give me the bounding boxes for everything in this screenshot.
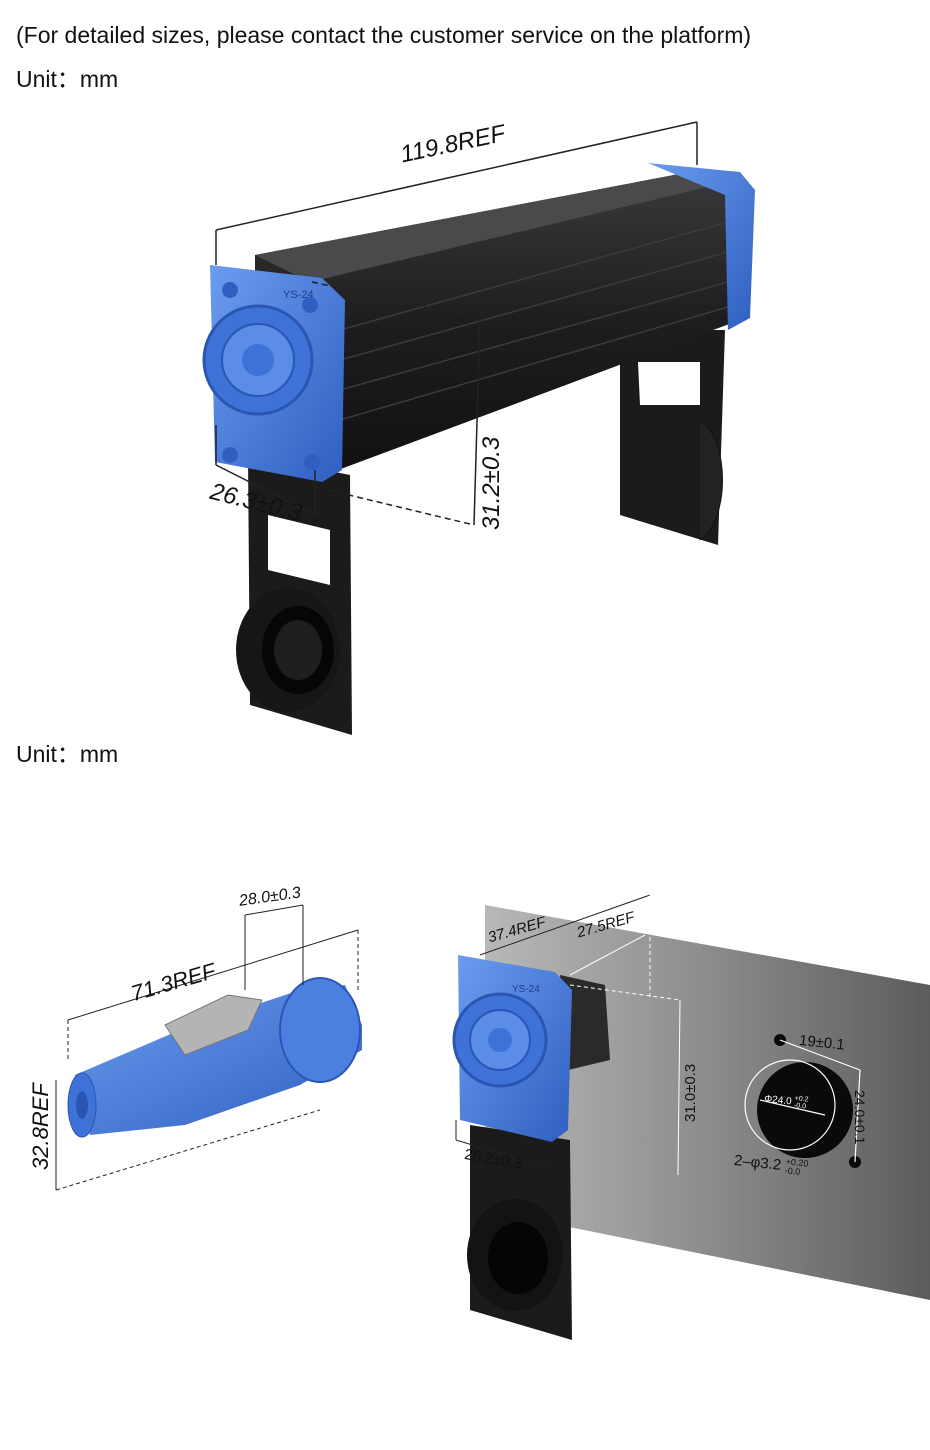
housing-assembly-figure: YS-24	[202, 121, 755, 735]
dimension-lines-hole	[759, 1039, 861, 1163]
screw-holes-value: 2–φ3.2	[733, 1152, 783, 1174]
dim-height-fig3: 31.0±0.3	[682, 1063, 699, 1122]
dim-height-fig1: 31.2±0.3	[478, 436, 505, 530]
blue-connector-fig3: YS-24	[452, 955, 572, 1142]
screw-holes-tolerance: +0.20-0.0	[784, 1156, 809, 1177]
part-label-front: YS-24	[283, 289, 314, 301]
hole-dia-tolerance: +0.2-0.0	[794, 1095, 809, 1110]
dimension-lines-fig2	[55, 904, 359, 1191]
hole-dia-value: Φ24.0	[763, 1093, 793, 1108]
cable-connector-figure	[55, 904, 362, 1191]
contact-note: (For detailed sizes, please contact the …	[16, 22, 752, 48]
dim-diameter-fig2: 32.8REF	[28, 1083, 53, 1170]
dimension-lines-fig3	[455, 894, 681, 1176]
black-housing	[255, 170, 745, 470]
front-bracket	[236, 455, 352, 735]
hole-dia-tol-lower: -0.0	[793, 1102, 807, 1111]
unit-label-top: Unit：mm	[16, 66, 119, 92]
dimension-lines-fig1	[215, 121, 698, 526]
front-blue-connector: YS-24	[202, 265, 345, 482]
rear-blue-cap	[648, 163, 755, 330]
rear-bracket	[620, 330, 725, 545]
rear-bracket-fig3	[467, 975, 610, 1340]
panel-mount-figure: YS-24	[452, 894, 930, 1340]
unit-label-middle: Unit：mm	[16, 741, 119, 767]
screw-tol-lower: -0.0	[784, 1165, 801, 1177]
part-label-fig3: YS-24	[512, 984, 540, 995]
dim-hole-pitch-y: 24.0±0.1	[852, 1090, 868, 1145]
